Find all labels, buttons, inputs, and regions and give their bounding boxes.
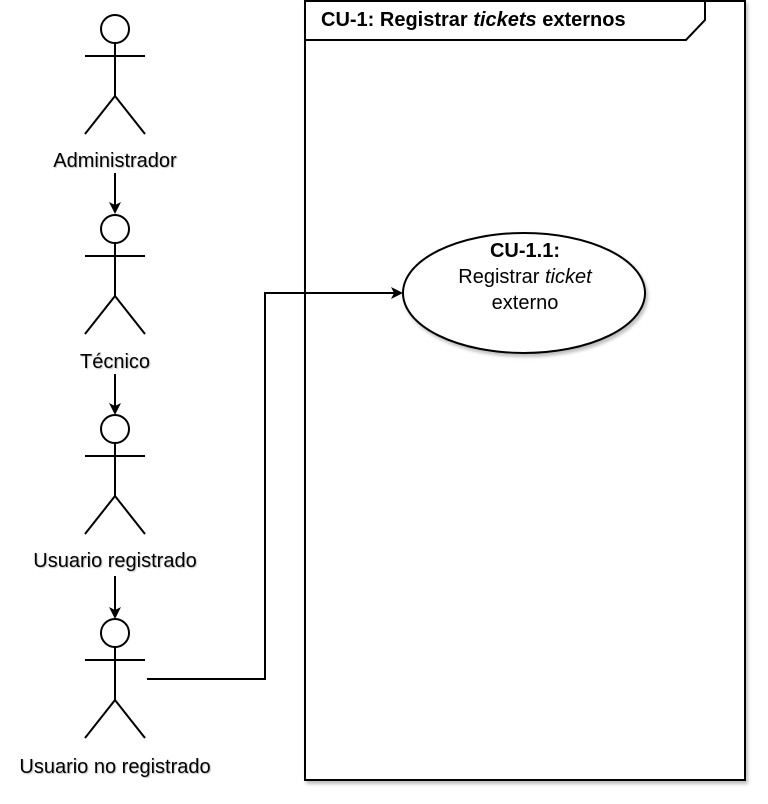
use-case-name-line1: Registrar ticket bbox=[458, 266, 592, 288]
actor-label-usuario-no-registrado: Usuario no registrado bbox=[19, 755, 211, 779]
actor-label-tecnico: Técnico bbox=[79, 350, 151, 374]
use-case-name-line2: externo bbox=[491, 292, 559, 314]
actor-administrador-figure[interactable] bbox=[84, 14, 146, 135]
use-case-label: CU-1.1: Registrar ticket externo bbox=[404, 238, 646, 316]
use-case-ellipse[interactable] bbox=[402, 232, 646, 354]
actor-label-administrador: Administrador bbox=[53, 149, 177, 173]
use-case-id: CU-1.1: bbox=[489, 240, 560, 262]
actor-usuario-registrado-figure[interactable] bbox=[84, 414, 146, 535]
system-frame bbox=[304, 0, 746, 781]
actor-usuario-no-registrado-figure[interactable] bbox=[84, 618, 146, 739]
actor-label-usuario-registrado: Usuario registrado bbox=[33, 549, 197, 573]
frame-title: CU-1: Registrar tickets externos bbox=[321, 9, 626, 31]
actor-tecnico-figure[interactable] bbox=[84, 214, 146, 335]
association-usuario-no-registrado-to-use-case bbox=[147, 287, 403, 680]
